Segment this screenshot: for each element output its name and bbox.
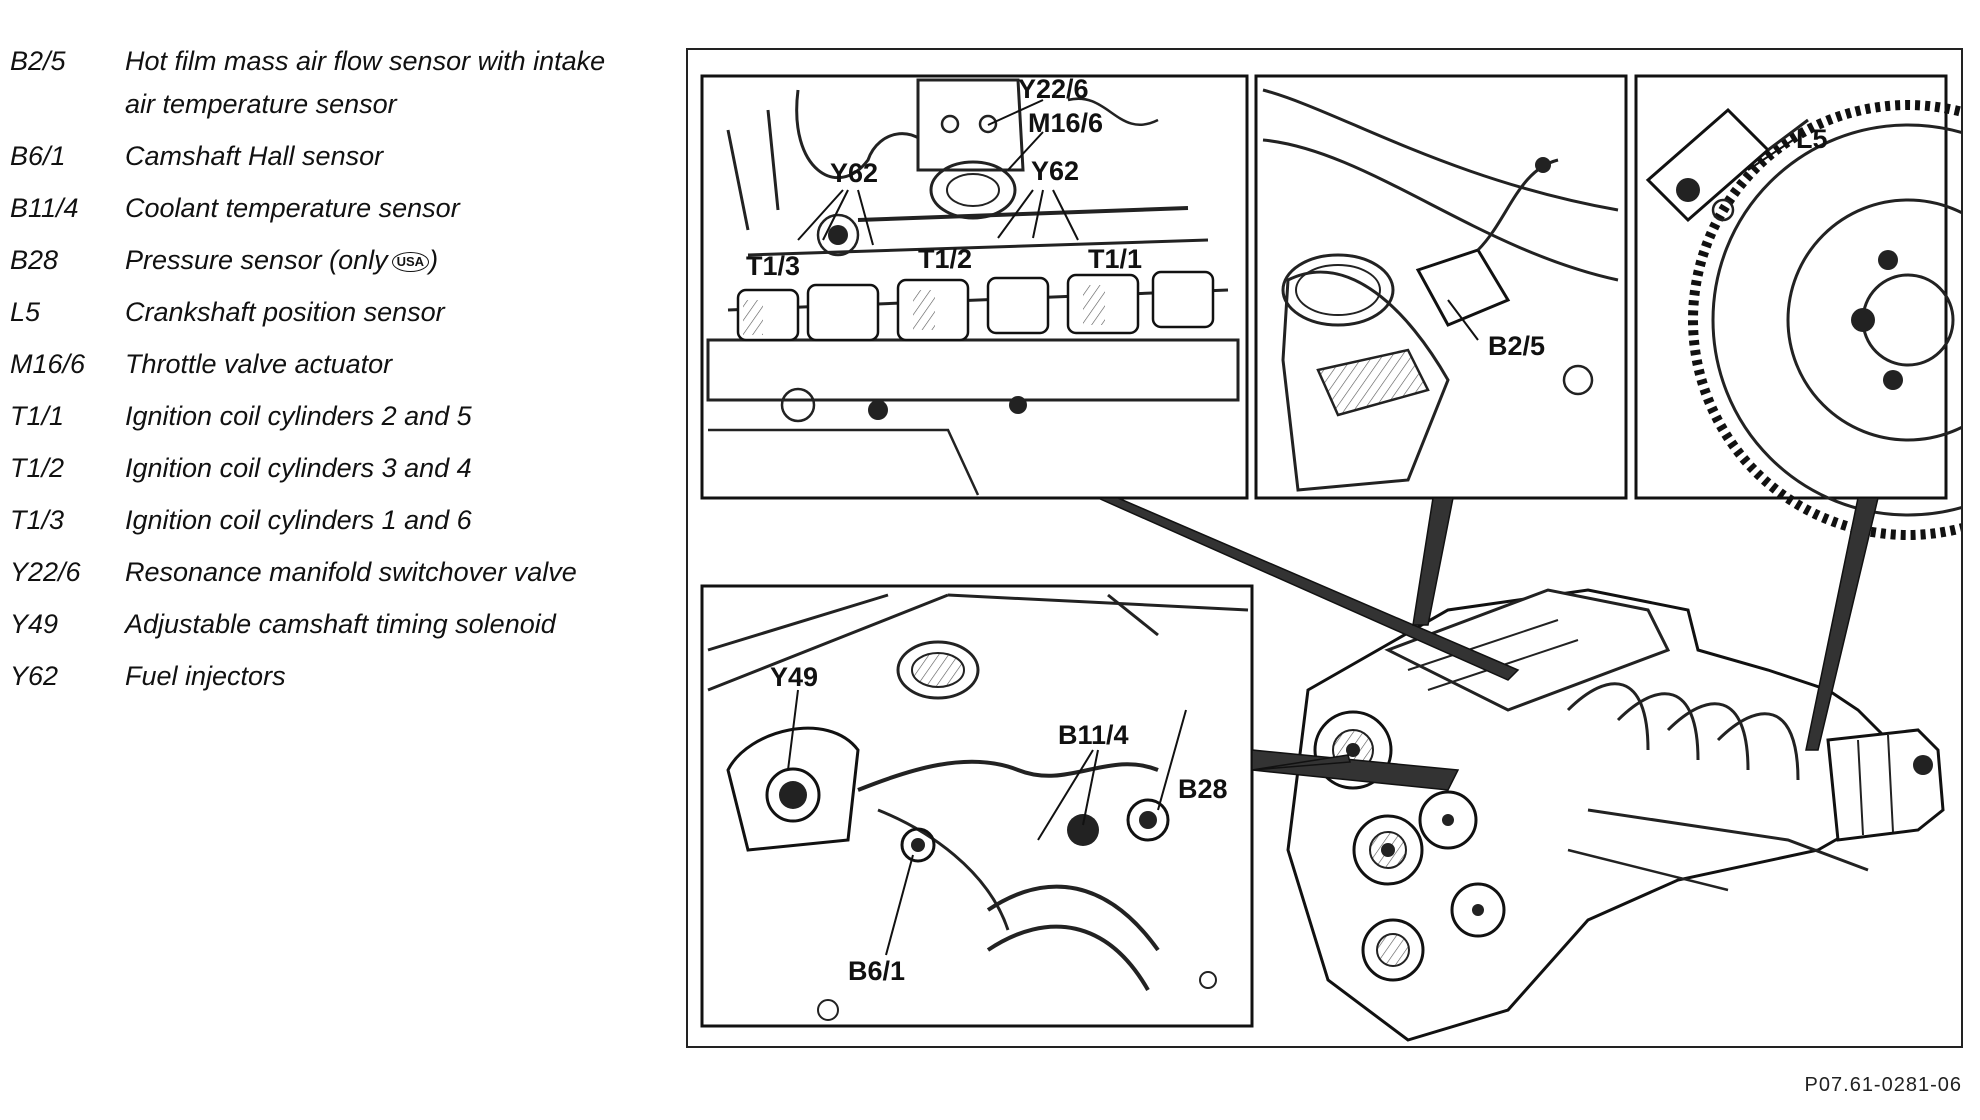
legend-code: B28 bbox=[10, 245, 59, 275]
component-legend: B2/5 Hot film mass air flow sensor with … bbox=[10, 40, 630, 707]
legend-code: B2/5 bbox=[10, 46, 66, 76]
callout-y49: Y49 bbox=[770, 662, 818, 692]
inset-pointers bbox=[1097, 497, 1879, 791]
legend-code: Y22/6 bbox=[10, 557, 81, 587]
legend-code: T1/1 bbox=[10, 401, 65, 431]
callout-l5: L5 bbox=[1796, 124, 1828, 154]
callout-y62: Y62 bbox=[830, 158, 878, 188]
legend-desc: Ignition coil cylinders 3 and 4 bbox=[125, 453, 472, 483]
inset-camshaft-area: Y49 B11/4 B28 B6/1 bbox=[700, 584, 1254, 1028]
legend-item: L5 Crankshaft position sensor bbox=[10, 291, 630, 334]
legend-desc: Coolant temperature sensor bbox=[125, 193, 460, 223]
legend-code: T1/3 bbox=[10, 505, 65, 535]
callout-y22-6: Y22/6 bbox=[1018, 74, 1089, 104]
legend-item: T1/2 Ignition coil cylinders 3 and 4 bbox=[10, 447, 630, 490]
legend-desc: Resonance manifold switchover valve bbox=[125, 557, 577, 587]
legend-desc: Camshaft Hall sensor bbox=[125, 141, 384, 171]
legend-item: T1/3 Ignition coil cylinders 1 and 6 bbox=[10, 499, 630, 542]
legend-desc-text: Pressure sensor (only bbox=[125, 245, 388, 275]
legend-desc: Fuel injectors bbox=[125, 661, 286, 691]
inset-crank-sensor: L5 bbox=[1634, 74, 1961, 540]
legend-item: M16/6 Throttle valve actuator bbox=[10, 343, 630, 386]
legend-code: T1/2 bbox=[10, 453, 65, 483]
legend-desc: Hot film mass air flow sensor with intak… bbox=[125, 46, 606, 119]
legend-item: B6/1 Camshaft Hall sensor bbox=[10, 135, 630, 178]
legend-code: B6/1 bbox=[10, 141, 66, 171]
legend-desc: Throttle valve actuator bbox=[125, 349, 393, 379]
callout-b6-1: B6/1 bbox=[848, 956, 905, 986]
legend-desc: Ignition coil cylinders 2 and 5 bbox=[125, 401, 472, 431]
inset-ignition-coils: Y22/6 M16/6 Y62 Y62 T1/3 T1/2 T1/1 bbox=[700, 74, 1249, 500]
legend-item: T1/1 Ignition coil cylinders 2 and 5 bbox=[10, 395, 630, 438]
legend-code: L5 bbox=[10, 297, 41, 327]
legend-code: Y62 bbox=[10, 661, 59, 691]
legend-item: Y22/6 Resonance manifold switchover valv… bbox=[10, 551, 630, 594]
callout-t1-2: T1/2 bbox=[918, 244, 972, 274]
engine-diagram: Y22/6 M16/6 Y62 Y62 T1/3 T1/2 T1/1 B2/5 bbox=[700, 74, 1961, 1042]
legend-item: Y62 Fuel injectors bbox=[10, 655, 630, 698]
inset-maf-sensor: B2/5 bbox=[1254, 74, 1628, 500]
legend-code: Y49 bbox=[10, 609, 59, 639]
usa-badge-icon: USA bbox=[391, 251, 430, 272]
legend-desc: Adjustable camshaft timing solenoid bbox=[125, 609, 556, 639]
callout-y62: Y62 bbox=[1031, 156, 1079, 186]
legend-desc: Crankshaft position sensor bbox=[125, 297, 445, 327]
callout-b2-5: B2/5 bbox=[1488, 331, 1545, 361]
legend-code: M16/6 bbox=[10, 349, 86, 379]
legend-code: B11/4 bbox=[10, 193, 79, 223]
legend-desc-suffix: ) bbox=[429, 245, 439, 275]
legend-item: B11/4 Coolant temperature sensor bbox=[10, 187, 630, 230]
callout-b28: B28 bbox=[1178, 774, 1228, 804]
callout-m16-6: M16/6 bbox=[1028, 108, 1103, 138]
callout-t1-1: T1/1 bbox=[1088, 244, 1142, 274]
legend-item: B2/5 Hot film mass air flow sensor with … bbox=[10, 40, 630, 126]
legend-item: Y49 Adjustable camshaft timing solenoid bbox=[10, 603, 630, 646]
engine-overview bbox=[1286, 588, 1945, 1042]
engine-diagram-frame: Y22/6 M16/6 Y62 Y62 T1/3 T1/2 T1/1 B2/5 bbox=[686, 48, 1963, 1048]
callout-b11-4: B11/4 bbox=[1058, 720, 1129, 750]
figure-code: P07.61-0281-06 bbox=[1804, 1074, 1962, 1096]
callout-t1-3: T1/3 bbox=[746, 251, 800, 281]
legend-desc: Ignition coil cylinders 1 and 6 bbox=[125, 505, 472, 535]
